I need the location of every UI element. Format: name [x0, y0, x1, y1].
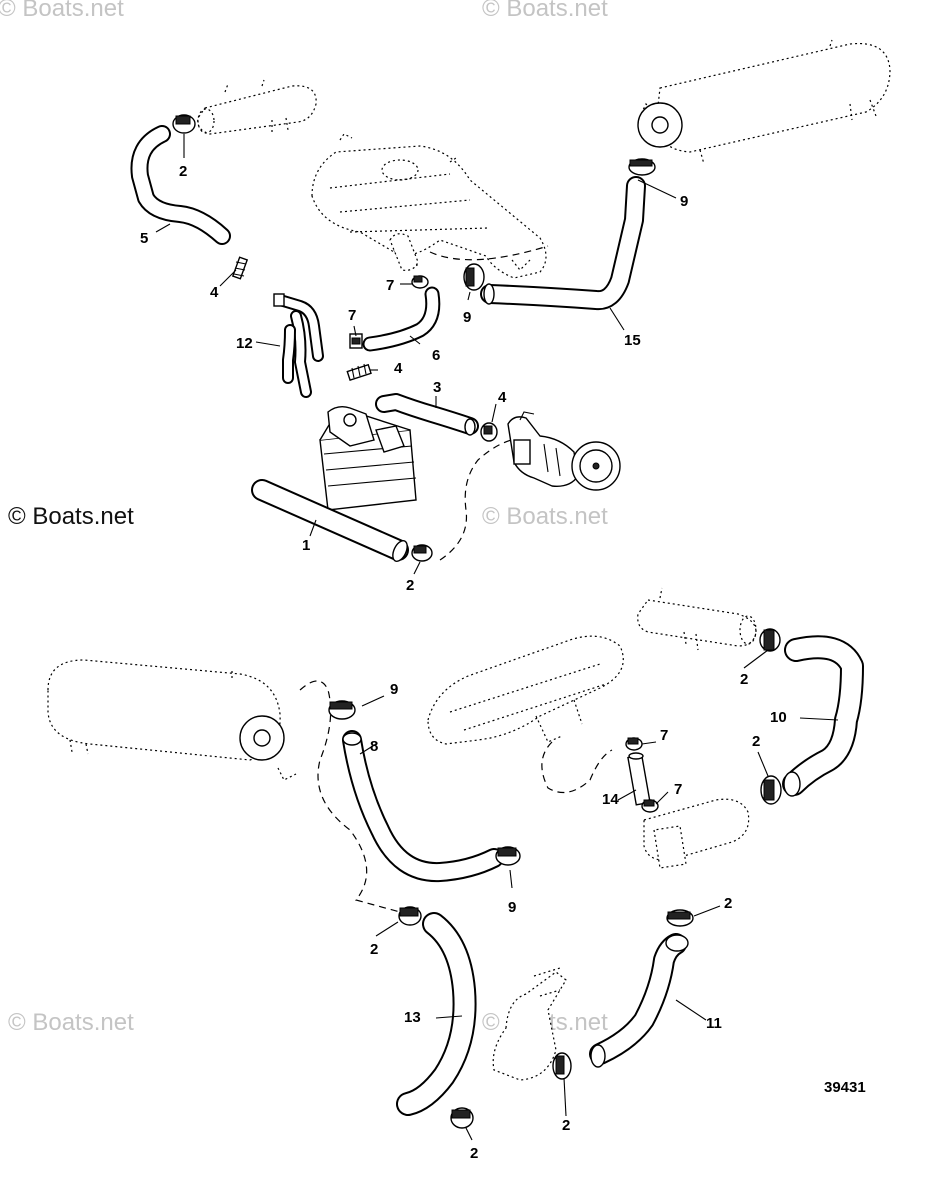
callout-6: 6 — [432, 347, 440, 364]
fitting-12 — [273, 293, 324, 398]
exhaust-manifold-top — [311, 133, 547, 279]
cooling-module — [319, 405, 417, 511]
hose-13 — [396, 912, 477, 1116]
heat-exchanger-top-left — [197, 79, 317, 135]
hose-clamp-2-top-left — [172, 114, 196, 134]
leader-lines — [155, 134, 839, 1141]
routing-line-pump — [439, 437, 523, 561]
callout-4-mid: 4 — [394, 360, 403, 377]
watermark-mid-left: © Boats.net — [8, 503, 134, 530]
hose-clamp-4-pump — [480, 422, 498, 442]
fitting-4-upper — [231, 256, 249, 280]
callout-2-right-mid: 2 — [752, 733, 760, 750]
callout-2-bottom-pump: 2 — [562, 1117, 570, 1134]
callout-2-right-top: 2 — [740, 671, 748, 688]
hose-11 — [589, 933, 689, 1068]
callout-7-bottom-upper: 7 — [660, 727, 668, 744]
routing-line-bottom-left — [299, 680, 401, 913]
callout-10: 10 — [770, 709, 787, 726]
hose-clamp-2-right-top — [759, 628, 781, 652]
hose-clamp-7-top — [411, 275, 429, 289]
thermostat-housing — [389, 233, 419, 271]
callout-9-top-right: 9 — [680, 193, 688, 210]
hose-5 — [130, 125, 231, 245]
callout-2-right-bottom: 2 — [724, 895, 732, 912]
hose-15 — [480, 176, 646, 311]
thermostat-housing-bottom — [643, 798, 750, 869]
hose-clamp-9-bottom-left — [328, 700, 356, 720]
hose-clamp-9-top-center — [463, 263, 485, 291]
hose-clamp-7-bottom-lower — [641, 799, 659, 813]
hose-clamp-2-right-mid — [760, 775, 782, 805]
callout-14: 14 — [602, 791, 619, 808]
heat-exchanger-bottom-left — [47, 659, 297, 781]
hose-clamp-2-bottom-left — [450, 1107, 474, 1129]
hose-1 — [251, 479, 409, 562]
hose-6 — [362, 286, 441, 352]
callout-4-pump: 4 — [498, 389, 507, 406]
hose-14 — [627, 752, 651, 806]
seawater-pump — [507, 411, 621, 491]
callout-9-top-center: 9 — [463, 309, 471, 326]
watermark-bottom-left: © Boats.net — [8, 1009, 134, 1036]
hose-clamp-7-mid — [349, 333, 363, 349]
hose-8 — [342, 730, 504, 883]
heat-exchanger-bottom-right-top — [637, 587, 757, 651]
water-pump-bottom — [492, 967, 567, 1081]
hose-clamp-9-top-right — [628, 158, 656, 176]
callout-2-bottom-left: 2 — [470, 1145, 478, 1162]
callout-2-bottom-center: 2 — [370, 941, 378, 958]
callout-4-upper: 4 — [210, 284, 219, 301]
callout-9-bottom-mid: 9 — [508, 899, 516, 916]
hose-3 — [375, 393, 479, 436]
figure-number: 39431 — [824, 1079, 866, 1096]
watermark-top-left: © Boats.net — [0, 0, 124, 22]
hose-clamp-2-right-bottom — [666, 909, 694, 927]
callout-7-top: 7 — [386, 277, 394, 294]
callout-5: 5 — [140, 230, 148, 247]
callout-11: 11 — [706, 1015, 722, 1032]
heat-exchanger-top-right — [637, 39, 891, 165]
callout-13: 13 — [404, 1009, 421, 1026]
callout-15: 15 — [624, 332, 641, 349]
hose-clamp-9-bottom-mid — [495, 846, 521, 866]
hose-clamp-7-bottom-upper — [625, 737, 643, 751]
callout-1: 1 — [302, 537, 310, 554]
fitting-4-mid — [346, 363, 372, 382]
hose-clamp-2-bottom-pump — [552, 1052, 572, 1080]
routing-line-bottom-mid — [541, 741, 613, 794]
callout-2-pump: 2 — [406, 577, 414, 594]
callout-8: 8 — [370, 738, 378, 755]
hose-clamp-2-bottom-center — [398, 906, 422, 926]
watermark-mid-center: © Boats.net — [482, 503, 608, 530]
hose-10 — [782, 635, 864, 797]
callout-3: 3 — [433, 379, 441, 396]
callout-2-top-left: 2 — [179, 163, 187, 180]
callout-12: 12 — [236, 335, 253, 352]
watermark-top-center: © Boats.net — [482, 0, 608, 22]
callout-9-bottom-left: 9 — [390, 681, 398, 698]
callout-7-bottom-lower: 7 — [674, 781, 682, 798]
exhaust-manifold-bottom — [427, 635, 624, 745]
routing-line-top — [429, 245, 549, 261]
callout-7-mid: 7 — [348, 307, 356, 324]
hose-clamp-2-pump — [411, 544, 433, 562]
